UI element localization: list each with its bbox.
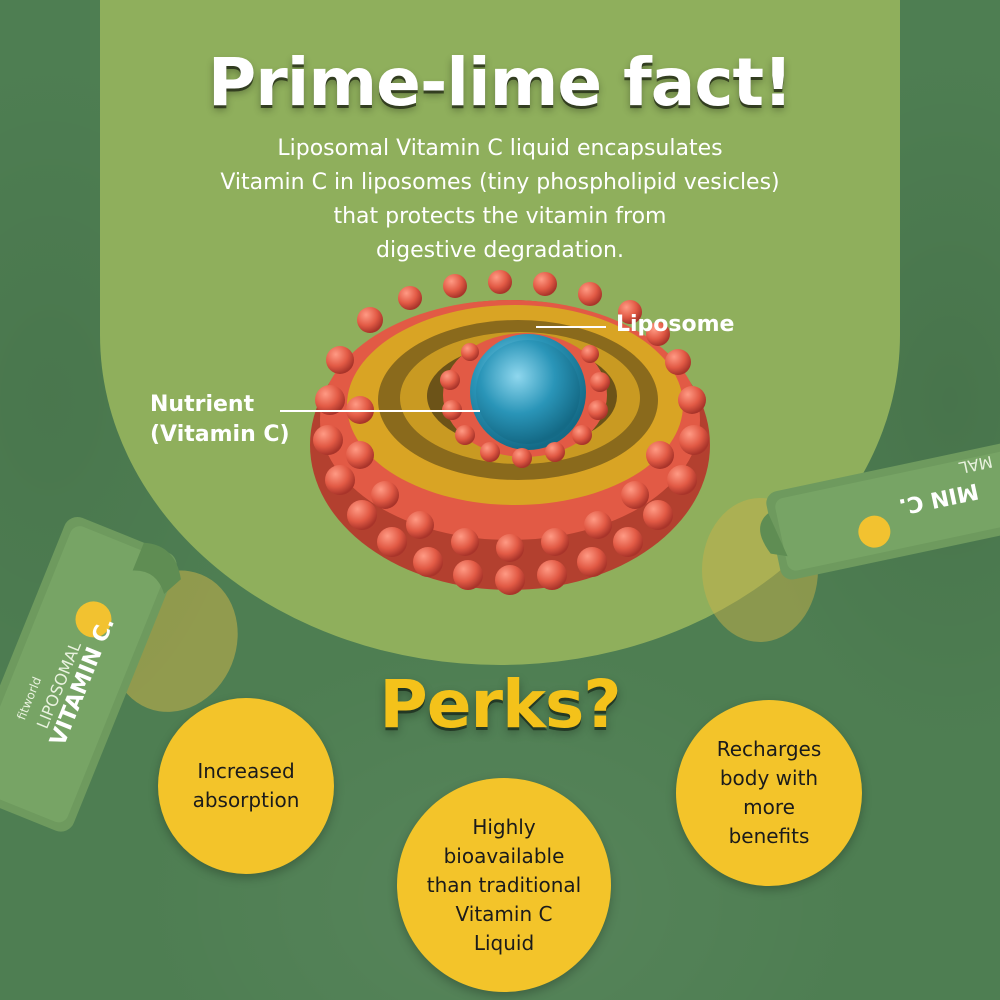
perks-title: Perks?: [379, 666, 621, 743]
intro-line: that protects the vitamin from: [333, 204, 667, 229]
perk-text: Recharges: [716, 737, 822, 761]
perk-text: body with: [719, 766, 819, 790]
page-title: Prime-lime fact!: [207, 44, 793, 121]
perk-text: than traditional: [426, 872, 582, 897]
nutrient-pointer-line: [280, 410, 480, 412]
nutrient-label-line: (Vitamin C): [150, 422, 290, 447]
perk-bubble-absorption: Increased absorption: [158, 698, 334, 874]
liposome-pointer-line: [536, 326, 606, 328]
perk-text: Liquid: [473, 930, 535, 955]
perk-text: Highly: [472, 814, 536, 839]
left-sachet: LIPOSOMAL VITAMIN C. fitworld: [0, 516, 238, 832]
intro-text: Liposomal Vitamin C liquid encapsulates …: [180, 132, 820, 268]
intro-line: digestive degradation.: [376, 238, 624, 263]
nutrient-label-line: Nutrient: [150, 392, 255, 417]
right-sachet: MIN C. MAL: [702, 441, 1000, 642]
perk-text: Vitamin C: [455, 901, 553, 926]
perk-text: Increased: [197, 759, 295, 783]
liposome-illustration: [310, 270, 710, 595]
nutrient-label: Nutrient (Vitamin C): [150, 390, 290, 450]
perk-text: absorption: [192, 788, 300, 812]
perk-bubble-bioavailable: Highly bioavailable than traditional Vit…: [397, 778, 611, 992]
intro-line: Liposomal Vitamin C liquid encapsulates: [277, 136, 723, 161]
intro-line: Vitamin C in liposomes (tiny phospholipi…: [220, 170, 780, 195]
perk-bubble-recharges: Recharges body with more benefits: [676, 700, 862, 886]
perk-text: benefits: [728, 824, 810, 848]
perk-text: more: [743, 795, 795, 819]
liposome-label: Liposome: [616, 312, 735, 337]
perk-text: bioavailable: [443, 843, 565, 868]
